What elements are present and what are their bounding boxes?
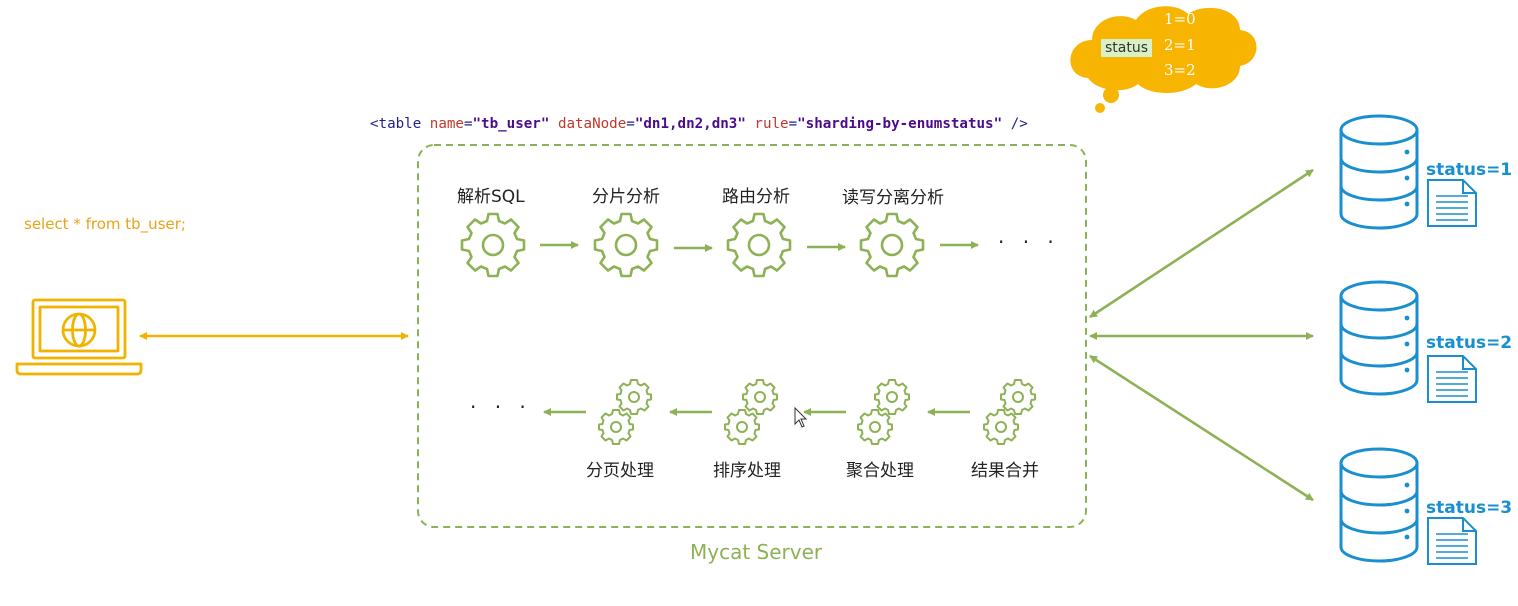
cloud-mapping: 2=1 (1164, 36, 1196, 54)
document-icon (1427, 355, 1477, 403)
server-title: Mycat Server (690, 540, 823, 564)
bottom-ellipsis: · · · (470, 395, 532, 419)
laptop-globe-icon (15, 298, 143, 376)
step-label: 分片分析 (592, 187, 660, 207)
gear-icon (726, 212, 792, 278)
sql-statement: select * from tb_user; (24, 215, 186, 233)
double-gear-icon (857, 379, 910, 445)
cloud-mapping: 1=0 (1164, 10, 1196, 28)
code-attr-datanode: dataNode (557, 116, 627, 132)
double-gear-icon (724, 379, 778, 445)
step-label: 读写分离分析 (842, 188, 944, 208)
double-gear-icon (983, 379, 1036, 445)
table-config-code: <table name="tb_user" dataNode="dn1,dn2,… (370, 116, 1028, 132)
document-icon (1427, 517, 1477, 565)
code-attr-name: name (429, 116, 464, 132)
step-label: 分页处理 (586, 461, 654, 481)
gear-icon (859, 212, 925, 278)
node-label: status=2 (1426, 333, 1513, 353)
database-icon (1339, 114, 1419, 230)
gear-icon (593, 212, 659, 278)
step-label: 排序处理 (713, 461, 781, 481)
gear-icon (460, 212, 526, 278)
code-val-rule: "sharding-by-enumstatus" (797, 116, 1003, 132)
node-label: status=1 (1426, 160, 1513, 180)
top-ellipsis: · · · (998, 230, 1060, 254)
mycat-server-box (417, 144, 1087, 528)
code-tag-open: <table (370, 116, 422, 132)
cloud-mapping: 3=2 (1164, 61, 1196, 79)
code-val-datanode: "dn1,dn2,dn3" (634, 116, 746, 132)
step-label: 解析SQL (457, 187, 525, 207)
database-icon (1339, 280, 1419, 396)
cloud-status-key: status (1101, 39, 1153, 57)
code-tag-close: /> (1010, 116, 1028, 132)
step-label: 路由分析 (722, 187, 790, 207)
step-label: 结果合并 (971, 461, 1039, 481)
cursor-icon (794, 406, 808, 428)
cloud-icon (1070, 6, 1257, 113)
document-icon (1427, 179, 1477, 227)
node-label: status=3 (1426, 498, 1513, 518)
code-attr-rule: rule (754, 116, 789, 132)
step-label: 聚合处理 (846, 461, 914, 481)
double-gear-icon (598, 379, 652, 445)
server-db1-arrow (1089, 168, 1314, 319)
code-val-name: "tb_user" (472, 116, 550, 132)
database-icon (1339, 447, 1419, 563)
server-db3-arrow (1089, 354, 1314, 502)
